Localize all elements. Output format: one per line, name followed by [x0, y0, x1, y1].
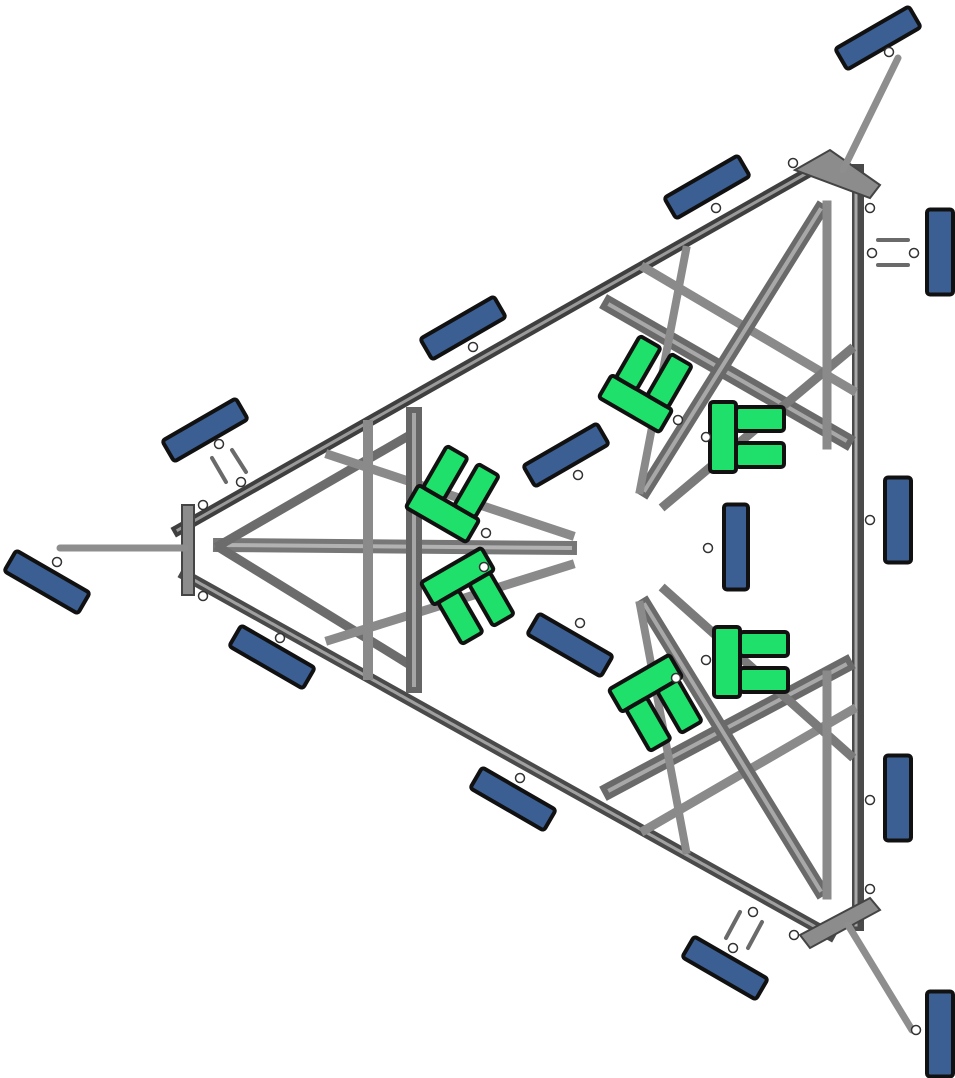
mounting-bracket — [712, 625, 790, 699]
mount-point — [866, 247, 878, 259]
antenna-panel — [526, 612, 614, 678]
mount-point — [572, 469, 584, 481]
top-mast — [839, 54, 902, 174]
antenna-panel — [419, 295, 507, 361]
mounting-bracket — [597, 334, 693, 434]
mount-point — [747, 906, 759, 918]
mount-point — [787, 157, 799, 169]
antenna-panel — [722, 502, 750, 592]
mount-point — [864, 514, 876, 526]
mount-point — [574, 617, 586, 629]
green-brackets — [404, 334, 790, 753]
antenna-panel — [3, 549, 91, 615]
antenna-masts — [56, 54, 916, 1034]
mount-point — [908, 247, 920, 259]
mount-point — [213, 438, 225, 450]
mount-point — [727, 942, 739, 954]
blue-panels — [3, 5, 955, 1078]
corner-plates — [181, 148, 882, 950]
mount-point — [710, 202, 722, 214]
mounting-bracket — [708, 400, 786, 474]
antenna-panel — [883, 753, 913, 843]
mount-point — [864, 794, 876, 806]
mount-point — [788, 929, 800, 941]
antenna-panel — [469, 766, 557, 832]
mount-point — [700, 431, 712, 443]
mount-point — [670, 672, 682, 684]
mount-point — [702, 542, 714, 554]
antenna-panel — [925, 989, 955, 1078]
mount-point — [235, 476, 247, 488]
mount-point — [910, 1024, 922, 1036]
bottom-corner-plate — [798, 896, 882, 950]
mounting-bracket — [607, 653, 703, 753]
mount-point — [883, 46, 895, 58]
mount-point — [700, 654, 712, 666]
connector-rods — [210, 238, 910, 950]
antenna-panel — [161, 397, 249, 463]
mount-point — [274, 632, 286, 644]
mount-point — [478, 561, 490, 573]
antenna-panel — [663, 154, 751, 220]
antenna-panel — [522, 422, 610, 488]
mount-point — [672, 414, 684, 426]
mount-point — [197, 590, 209, 602]
mount-point — [864, 883, 876, 895]
bottom-mast — [844, 921, 916, 1034]
antenna-panel — [228, 624, 316, 690]
antenna-panel — [834, 5, 922, 71]
mount-point — [480, 527, 492, 539]
top-corner-plate — [792, 148, 882, 200]
antenna-panel — [925, 207, 955, 297]
mount-point — [467, 341, 479, 353]
mount-point — [197, 499, 209, 511]
mount-point — [51, 556, 63, 568]
antenna-panel — [681, 935, 769, 1001]
antenna-panel — [883, 475, 913, 565]
mount-points — [51, 46, 922, 1036]
mounting-bracket — [404, 444, 500, 544]
main-chords — [170, 152, 864, 943]
mount-point — [864, 202, 876, 214]
mounting-bracket — [419, 546, 515, 646]
mount-point — [514, 772, 526, 784]
